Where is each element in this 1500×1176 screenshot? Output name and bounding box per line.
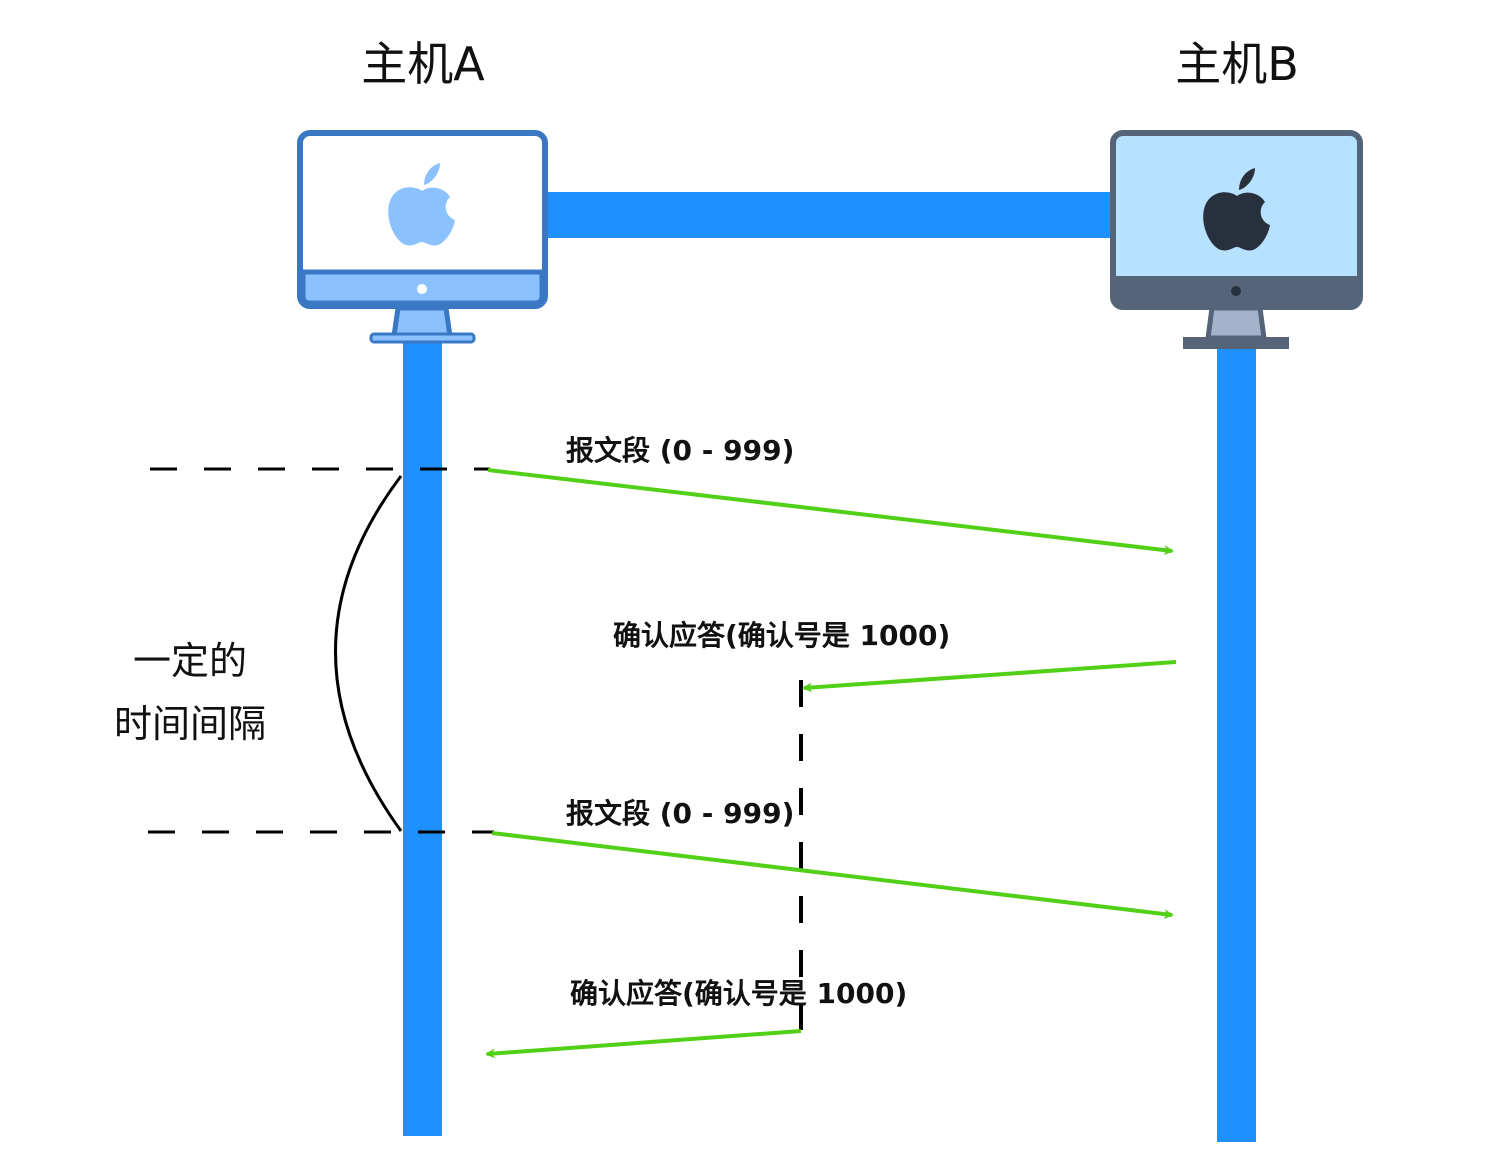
host-a-computer-icon (297, 130, 548, 344)
apple-logo-icon (1203, 168, 1270, 251)
segment-arrow-2 (491, 831, 1174, 920)
interval-label-line1: 一定的 (133, 639, 247, 683)
interval-arc (334, 475, 403, 832)
apple-logo-icon (388, 163, 455, 246)
host-b-lifeline (1217, 345, 1256, 1142)
segment-arrow-1 (487, 468, 1174, 556)
host-a-lifeline (403, 340, 442, 1136)
host-b-computer-icon (1110, 130, 1363, 349)
ack-label-2: 确认应答(确认号是 1000) (570, 977, 907, 1010)
host-a-title: 主机A (361, 37, 485, 91)
ack-arrow-2 (485, 1029, 802, 1059)
interval-label-line2: 时间间隔 (114, 702, 266, 746)
segment-label-2: 报文段 (0 - 999) (566, 797, 794, 830)
ack-arrow-1 (802, 660, 1177, 693)
segment-label-1: 报文段 (0 - 999) (566, 434, 794, 467)
ack-label-1: 确认应答(确认号是 1000) (613, 619, 950, 652)
host-b-title: 主机B (1175, 37, 1299, 91)
network-link (545, 192, 1115, 238)
